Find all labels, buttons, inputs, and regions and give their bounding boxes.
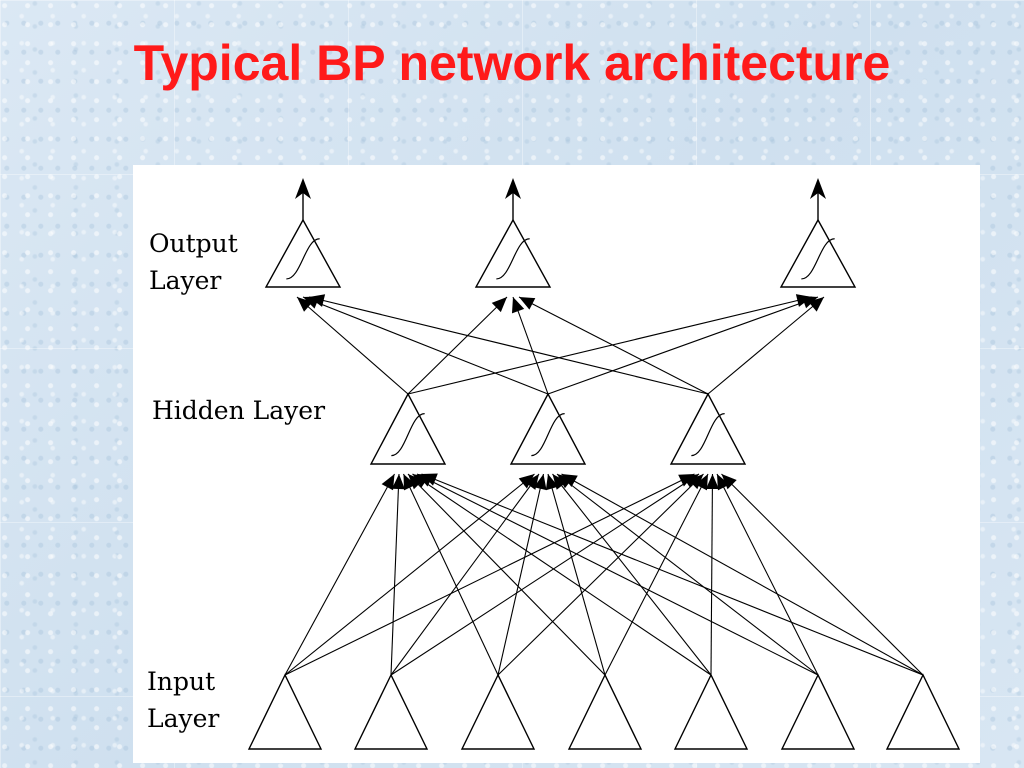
input-node-4 [567,673,643,750]
input-node-6 [780,673,856,750]
edge-hidden1-output3 [407,296,813,395]
hidden-layer-label: Hidden Layer [152,396,325,425]
edge-input4-hidden1 [407,473,606,676]
input-layer-label-line2: Layer [147,704,219,733]
input-node-5-shape [673,673,749,750]
edge-hidden3-output2 [518,296,709,395]
edge-input7-hidden3 [721,473,924,676]
edge-input7-hidden3-arrowhead [721,474,737,490]
output-node-1-sigmoid-curve [286,238,320,280]
edge-input4-hidden2 [547,473,606,676]
output-layer-label-line2: Layer [149,266,221,295]
edge-input4-hidden3-arrowhead [695,474,708,491]
edge-input5-hidden2 [552,473,712,676]
edge-hidden3-output1-arrowhead [309,294,326,307]
input-node-1 [247,673,323,750]
hidden-node-2-shape [509,392,587,465]
input-node-2 [353,673,429,750]
connection-edges [284,296,924,676]
hidden-node-1-sigmoid-curve [391,413,425,457]
edge-input3-hidden2 [497,473,545,676]
edge-input7-hidden1 [421,473,924,676]
edge-input6-hidden3-arrowhead [717,474,730,491]
network-diagram: Output Layer Hidden Layer Input Layer [133,165,980,763]
input-node-5 [673,673,749,750]
output-node-3-sigmoid-curve [801,238,835,280]
hidden-node-2 [509,392,587,465]
output-node-3-shape [779,218,857,288]
edge-input5-hidden3 [710,473,714,676]
edge-input1-hidden1-arrowhead [381,474,395,491]
input-layer-label-line1: Input [147,667,215,696]
output-node-2-shape [474,218,552,288]
edge-hidden3-output1 [308,296,709,395]
edge-hidden3-output3-arrowhead [808,297,824,312]
output-node-2-sigmoid-curve [496,238,530,280]
input-node-7 [885,673,961,750]
edge-hidden1-output2 [407,296,508,395]
output-node-1-shape [264,218,342,288]
edge-input5-hidden2-arrowhead [552,474,567,490]
edge-input6-hidden3 [716,473,819,676]
edge-input3-hidden1-arrowhead [403,474,416,491]
edge-input3-hidden1 [403,473,499,676]
hidden-node-1 [369,392,447,465]
edge-input2-hidden1-arrowhead [391,474,405,490]
edge-input6-hidden1 [416,473,819,676]
connection-arrowheads [297,294,824,491]
input-node-3-shape [460,673,536,750]
edge-input2-hidden2 [390,473,540,676]
edge-input6-hidden2 [556,473,819,676]
edge-input4-hidden1-arrowhead [408,474,424,490]
edge-input5-hidden3-arrowhead [705,474,719,490]
edge-hidden3-output3 [707,296,825,395]
edge-input1-hidden1 [284,473,395,676]
input-node-7-shape [885,673,961,750]
edge-input7-hidden1-arrowhead [421,473,438,486]
edge-hidden2-output3 [547,296,819,395]
hidden-node-2-sigmoid-curve [531,413,565,457]
hidden-node-1-shape [369,392,447,465]
input-node-1-shape [247,673,323,750]
network-nodes [247,218,961,750]
edge-input1-hidden2 [284,473,535,676]
hidden-node-3 [669,392,747,465]
output-node-1 [264,218,342,288]
output-arrow-1-head [295,178,311,199]
output-node-3 [779,218,857,288]
edge-input3-hidden3 [497,473,704,676]
output-arrow-3-head [810,178,826,199]
edge-hidden1-output1 [296,296,409,395]
edge-input5-hidden1 [412,473,712,676]
slide-title: Typical BP network architecture [133,35,891,91]
output-node-2 [474,218,552,288]
hidden-node-3-sigmoid-curve [691,413,725,457]
edge-hidden2-output2 [512,296,549,395]
edge-input2-hidden3 [390,473,700,676]
input-node-4-shape [567,673,643,750]
edge-input3-hidden3-arrowhead [688,474,704,490]
input-node-3 [460,673,536,750]
edge-hidden3-output2-arrowhead [519,297,536,310]
edge-input7-hidden2 [561,473,924,676]
output-arrow-2-head [505,178,521,199]
edge-hidden1-output2-arrowhead [491,297,507,313]
hidden-node-3-shape [669,392,747,465]
edge-input4-hidden2-arrowhead [545,474,559,491]
edge-input1-hidden3 [284,473,695,676]
edge-input2-hidden1 [390,473,400,676]
edge-hidden2-output1 [302,296,549,395]
edge-input7-hidden2-arrowhead [561,474,578,487]
edge-input4-hidden3 [604,473,709,676]
output-layer-label-line1: Output [149,229,238,258]
edge-hidden1-output1-arrowhead [297,297,313,312]
edge-input3-hidden2-arrowhead [533,474,547,491]
input-node-2-shape [353,673,429,750]
output-arrows [295,178,826,220]
network-diagram-svg: Output Layer Hidden Layer Input Layer [147,178,961,750]
edge-hidden2-output2-arrowhead [511,297,525,314]
input-node-6-shape [780,673,856,750]
